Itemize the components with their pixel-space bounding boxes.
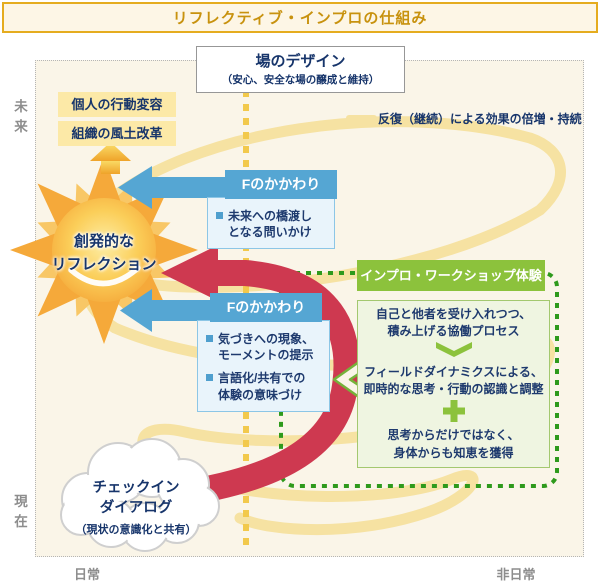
- title-banner: リフレクティブ・インプロの仕組み: [2, 2, 598, 33]
- bullet-square-icon: [206, 335, 213, 342]
- field-design-subtitle: （安心、安全な場の醸成と維持）: [221, 74, 380, 86]
- outcome-personal-box: 個人の行動変容: [58, 92, 176, 117]
- future-label: 未来: [14, 99, 28, 134]
- chevron-down-icon: [435, 341, 473, 363]
- workshop-step: フィールドダイナミクスによる、 即時的な思考・行動の認識と調整: [363, 365, 544, 397]
- nondaily-label: 非日常: [496, 567, 536, 582]
- bullet-square-icon: [206, 374, 213, 382]
- up-arrow-icon: [90, 142, 131, 174]
- bullet-text: 言語化/共有での 体験の意味づけ: [218, 371, 306, 402]
- present-label: 現在: [14, 494, 28, 529]
- cloud-icon: [60, 438, 220, 552]
- workshop-body: 自己と他者を受け入れつつ、 積み上げる協働プロセス フィールドダイナミクスによる…: [357, 300, 550, 468]
- plus-icon: [442, 399, 465, 427]
- bullet-item: 気づきへの現象、 モーメントの提示: [206, 331, 325, 363]
- f-involvement-mid-body: 気づきへの現象、 モーメントの提示 言語化/共有での 体験の意味づけ: [197, 320, 330, 412]
- f-involvement-top-header: Fのかかわり: [225, 170, 337, 199]
- daily-label: 日常: [73, 567, 100, 582]
- repetition-legend-label: 反復（継続）による効果の倍増・持続: [378, 112, 582, 126]
- bullet-square-icon: [216, 212, 223, 219]
- red-curved-arrow: [161, 245, 360, 507]
- checkin-subtitle: （現状の意識化と共有）: [75, 523, 197, 536]
- bullet-text: 気づきへの現象、 モーメントの提示: [218, 332, 315, 363]
- f-involvement-mid-header: Fのかかわり: [210, 293, 322, 322]
- field-design-box: 場のデザイン （安心、安全な場の醸成と維持）: [196, 46, 405, 93]
- sun-label: 創発的な リフレクション: [51, 233, 157, 273]
- checkin-title: チェックイン ダイアログ: [92, 480, 180, 517]
- page-title: リフレクティブ・インプロの仕組み: [172, 10, 428, 27]
- bullet-item: 未来への橋渡し となる問いかけ: [216, 208, 330, 240]
- bullet-item: 言語化/共有での 体験の意味づけ: [206, 370, 325, 402]
- f-involvement-top-body: 未来への橋渡し となる問いかけ: [207, 197, 335, 250]
- field-design-title: 場のデザイン: [255, 53, 346, 70]
- bullet-text: 未来への橋渡し となる問いかけ: [228, 209, 313, 240]
- workshop-step: 思考からだけではなく、 身体からも知恵を獲得: [387, 428, 520, 460]
- outcome-organization-box: 組織の風土改革: [58, 121, 176, 146]
- workshop-step: 自己と他者を受け入れつつ、 積み上げる協働プロセス: [375, 306, 532, 339]
- workshop-header: インプロ・ワークショップ体験: [357, 260, 545, 291]
- checkin-cloud-label: チェックイン ダイアログ （現状の意識化と共有）: [55, 478, 217, 537]
